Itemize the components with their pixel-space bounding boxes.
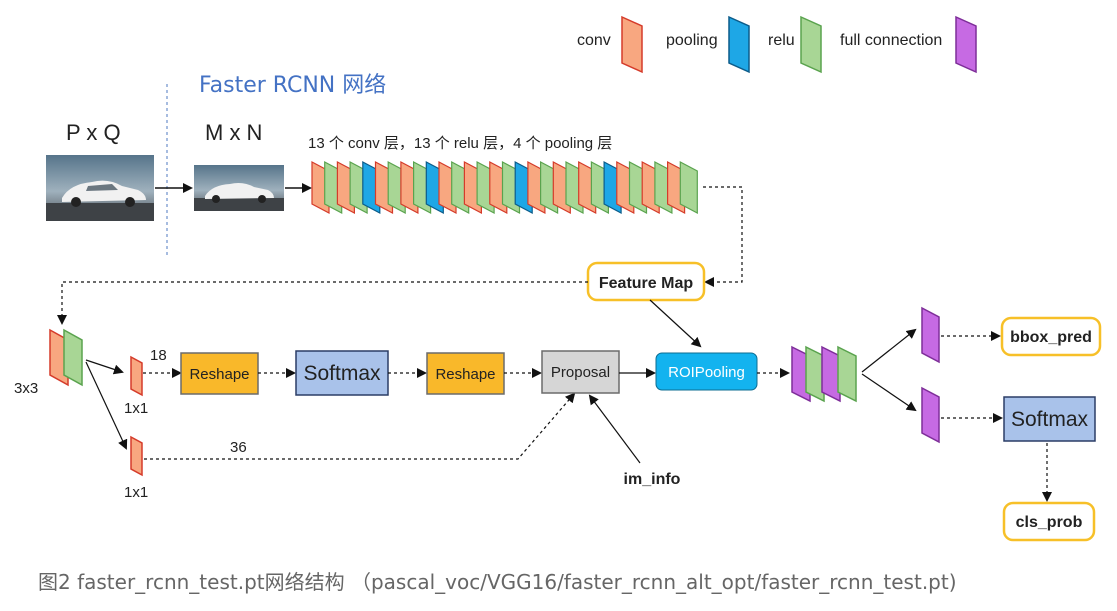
arrow-reg-to-proposal <box>144 392 576 460</box>
kernel-3x3-label: 3x3 <box>14 380 38 397</box>
bbox-pred-node: bbox_pred <box>1000 316 1102 357</box>
arrow-featuremap-to-rpn <box>57 281 588 325</box>
softmax1-node: Softmax <box>295 350 389 396</box>
kernel-1x1-bottom-label: 1x1 <box>124 484 148 501</box>
conv-layer-stack <box>311 161 698 214</box>
reshape1-label: Reshape <box>189 366 249 383</box>
relu-layer <box>679 161 698 214</box>
reshape2-label: Reshape <box>435 366 495 383</box>
arrow-conv-to-featuremap <box>703 186 743 287</box>
reshape2-node: Reshape <box>426 352 505 395</box>
arrow-to-cls-fc <box>861 373 917 412</box>
softmax2-label: Softmax <box>1011 408 1089 431</box>
feature-map-node: Feature Map <box>586 261 706 302</box>
layers-note: 13 个 conv 层，13 个 relu 层，4 个 pooling 层 <box>308 135 612 152</box>
diagram-title: Faster RCNN 网络 <box>199 73 386 98</box>
arrow-to-cls-branch <box>85 359 124 375</box>
legend-fc-swatch <box>955 15 977 74</box>
legend-fc-label: full connection <box>840 32 942 49</box>
softmax1-label: Softmax <box>303 362 381 385</box>
legend-pooling-swatch <box>728 15 750 74</box>
feature-map-label: Feature Map <box>599 275 693 292</box>
legend-conv-swatch <box>621 15 643 74</box>
proposal-label: Proposal <box>551 364 610 381</box>
rpn-cls-1x1-conv <box>130 355 143 397</box>
car-image-original <box>46 155 154 221</box>
input-size-pq: P x Q <box>66 120 121 145</box>
legend-conv-label: conv <box>577 32 611 49</box>
roipooling-node: ROIPooling <box>655 352 758 391</box>
legend-relu-label: relu <box>768 32 795 49</box>
network-diagram: conv pooling relu full connection Faster… <box>14 15 1102 542</box>
arrow-iminfo-to-proposal <box>588 394 641 464</box>
fc-layer-stack <box>791 345 857 403</box>
im-info-label: im_info <box>624 471 681 488</box>
legend-relu-swatch <box>800 15 822 74</box>
reshape1-node: Reshape <box>180 352 259 395</box>
arrow-to-reg-branch <box>85 361 128 450</box>
proposal-node: Proposal <box>541 350 620 394</box>
channels-18-label: 18 <box>150 347 167 364</box>
bbox-pred-label: bbox_pred <box>1010 329 1092 346</box>
roipooling-label: ROIPooling <box>668 364 745 381</box>
input-size-mn: M x N <box>205 120 262 145</box>
cls-prob-label: cls_prob <box>1016 514 1083 531</box>
car-image-resized <box>194 165 284 211</box>
channels-36-label: 36 <box>230 439 247 456</box>
cls-fc-layer <box>921 386 940 444</box>
softmax2-node: Softmax <box>1003 396 1096 442</box>
cls-prob-node: cls_prob <box>1002 501 1096 542</box>
arrow-to-bbox-fc <box>861 328 917 373</box>
figure-caption: 图2 faster_rcnn_test.pt网络结构 （pascal_voc/V… <box>38 570 957 594</box>
arrow-featuremap-to-roipooling <box>649 299 702 348</box>
rpn-reg-1x1-conv <box>130 435 143 477</box>
kernel-1x1-top-label: 1x1 <box>124 400 148 417</box>
bbox-fc-layer <box>921 306 940 364</box>
legend: conv pooling relu full connection <box>577 15 977 74</box>
legend-pooling-label: pooling <box>666 32 718 49</box>
rpn-3x3-conv <box>49 328 83 387</box>
